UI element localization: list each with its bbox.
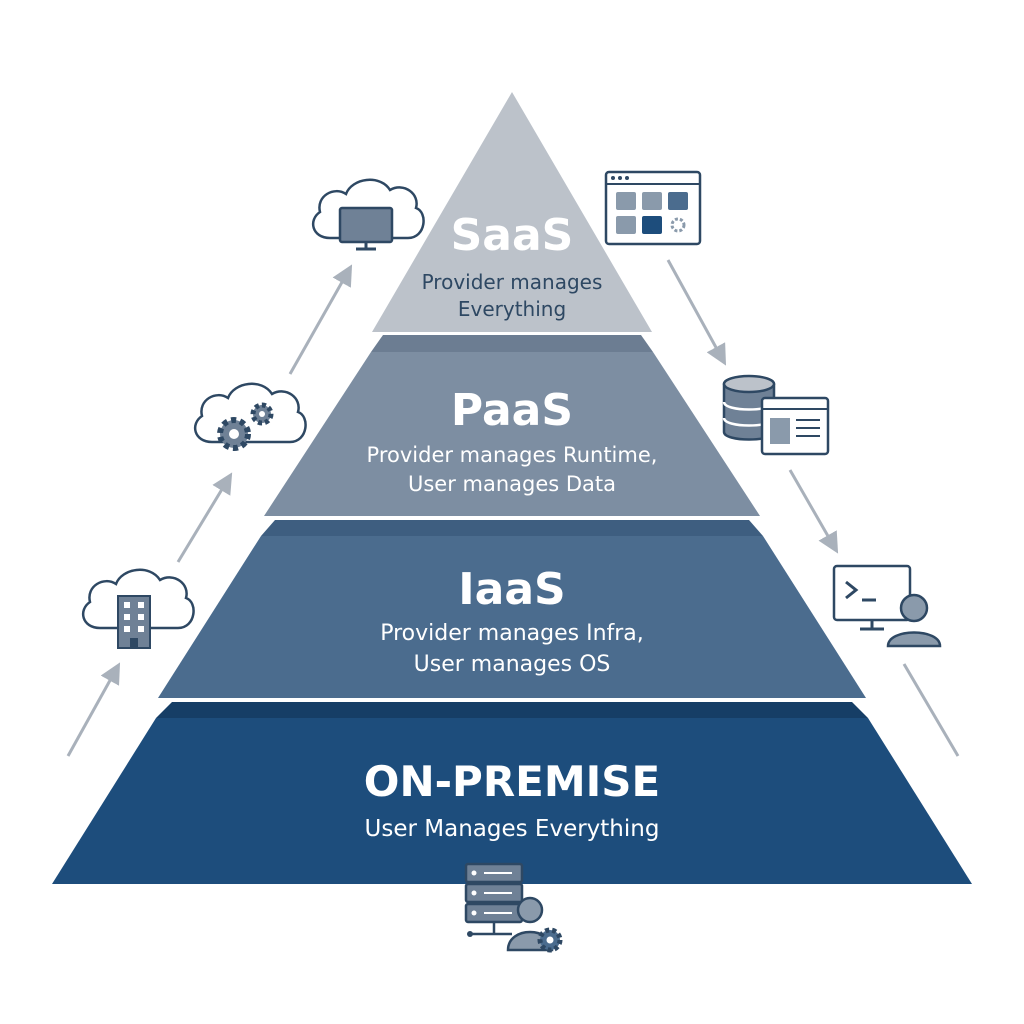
tier-paas-shape bbox=[264, 352, 760, 516]
arrow-up-left-1 bbox=[66, 662, 121, 757]
iaas-title: IaaS bbox=[458, 564, 565, 615]
cloud-building-icon bbox=[81, 568, 195, 649]
saas-title: SaaS bbox=[451, 210, 574, 261]
tier-iaas-top-face bbox=[261, 520, 763, 536]
right-arrows bbox=[666, 259, 960, 757]
tier-iaas-shape bbox=[158, 536, 866, 698]
cloud-monitor-icon bbox=[311, 178, 425, 251]
tier-saas-shape bbox=[372, 92, 652, 332]
tier-paas bbox=[264, 335, 760, 516]
tier-on-premise-top-face bbox=[156, 702, 868, 718]
arrow-up-left-3 bbox=[288, 264, 353, 375]
arrow-down-right-2 bbox=[788, 469, 839, 554]
arrow-right-3 bbox=[902, 663, 960, 757]
left-arrows bbox=[66, 264, 353, 757]
paas-description-line1: Provider manages Runtime, bbox=[367, 443, 658, 467]
arrow-up-left-2 bbox=[176, 472, 233, 563]
arrow-down-right-1 bbox=[666, 259, 727, 366]
iaas-description-line2: User manages OS bbox=[414, 652, 611, 677]
paas-description-line2: User manages Data bbox=[408, 472, 616, 496]
paas-title: PaaS bbox=[451, 385, 573, 436]
iaas-description-line1: Provider manages Infra, bbox=[380, 621, 644, 646]
tier-paas-top-face bbox=[371, 335, 653, 352]
database-window-icon bbox=[722, 374, 830, 456]
terminal-user-icon bbox=[832, 564, 942, 648]
cloud-gears-icon bbox=[193, 382, 307, 451]
on-premise-description: User Manages Everything bbox=[365, 816, 660, 842]
saas-description-line2: Everything bbox=[458, 297, 566, 321]
tier-on-premise-shape bbox=[52, 718, 972, 884]
on-premise-title: ON-PREMISE bbox=[364, 757, 660, 806]
tier-iaas bbox=[158, 520, 866, 698]
server-user-gear-icon bbox=[464, 862, 563, 953]
tier-on-premise bbox=[52, 702, 972, 884]
tier-saas bbox=[372, 92, 652, 332]
saas-description-line1: Provider manages bbox=[422, 270, 603, 294]
app-dashboard-icon bbox=[604, 170, 702, 246]
